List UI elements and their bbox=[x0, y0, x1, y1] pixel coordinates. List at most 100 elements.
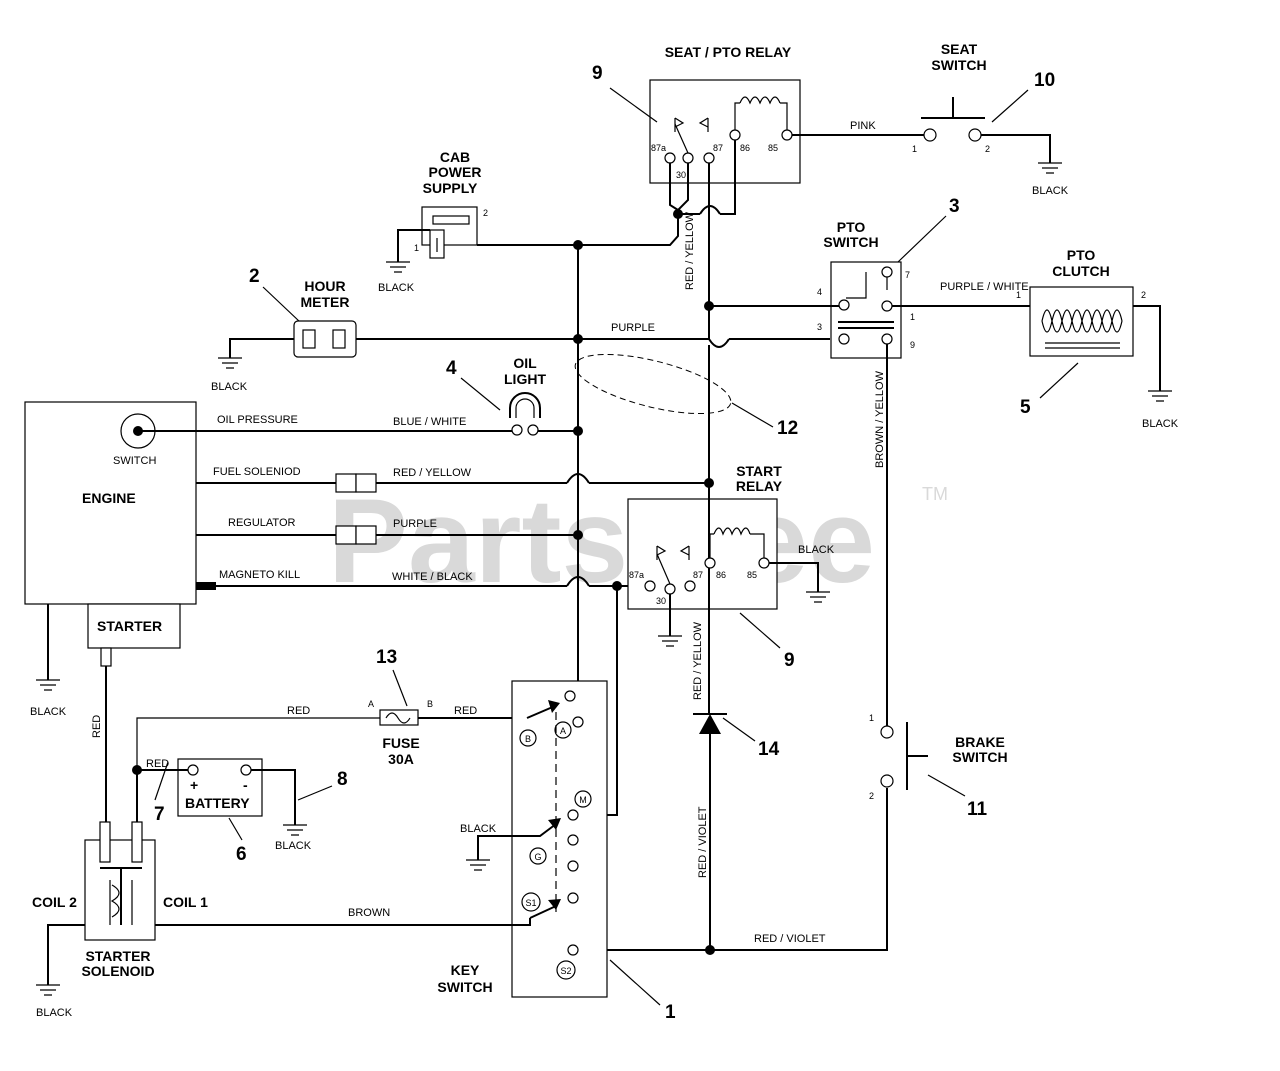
seat-switch-terminal-2 bbox=[968, 128, 982, 142]
relay2-pin-30: 30 bbox=[656, 596, 666, 606]
relay2-pin-87: 87 bbox=[693, 570, 703, 580]
fuse-pin-a: A bbox=[368, 699, 374, 709]
relay2-pin-85: 85 bbox=[747, 570, 757, 580]
pto-switch-title-2: SWITCH bbox=[823, 234, 878, 250]
wire-brown-yellow: BROWN / YELLOW bbox=[874, 370, 886, 468]
wire-pink: PINK bbox=[850, 120, 876, 132]
fuse: 13 A B FUSE 30A RED RED bbox=[136, 647, 527, 770]
relay1-terminal-86 bbox=[729, 129, 741, 141]
oil-light-ref: 4 bbox=[446, 358, 457, 379]
wire-red-yellow-h: RED / YELLOW bbox=[393, 467, 472, 479]
seat-switch-terminal-1 bbox=[923, 128, 937, 142]
relay1-pin-87: 87 bbox=[713, 143, 723, 153]
pto-switch-pin-1: 1 bbox=[910, 312, 915, 322]
seat-switch-pin-1: 1 bbox=[912, 144, 917, 154]
wire-red-fuse-out: RED bbox=[454, 705, 477, 717]
relay1-terminal-30 bbox=[682, 152, 694, 164]
cab-power-supply: CAB POWER SUPPLY 2 1 BLACK bbox=[378, 149, 583, 294]
battery-plus: + bbox=[190, 777, 198, 793]
battery-label: BATTERY bbox=[185, 795, 250, 811]
seat-pto-relay: SEAT / PTO RELAY 9 87a 30 87 86 85 bbox=[592, 44, 801, 184]
hour-meter-ref: 2 bbox=[249, 266, 260, 287]
relay1-terminal-85 bbox=[781, 129, 793, 141]
key-terminal-b: B bbox=[525, 734, 531, 744]
fuse-pin-b: B bbox=[427, 699, 433, 709]
pto-clutch-pin-2: 2 bbox=[1141, 290, 1146, 300]
regulator-wire: REGULATOR PURPLE bbox=[196, 517, 583, 545]
hour-meter-title-2: METER bbox=[301, 294, 350, 310]
wire-red-violet-h: RED / VIOLET bbox=[754, 933, 826, 945]
harness-callout: 12 bbox=[574, 353, 798, 439]
brake-switch-title-1: BRAKE bbox=[955, 734, 1005, 750]
pto-clutch: PTO CLUTCH 1 2 BLACK 5 bbox=[1016, 247, 1179, 430]
cab-power-pin-2: 2 bbox=[483, 208, 488, 218]
pto-clutch-ground: BLACK bbox=[1142, 418, 1179, 430]
battery-minus: - bbox=[243, 777, 248, 793]
start-relay: START RELAY 87a 30 87 86 85 BLACK 9 bbox=[627, 463, 835, 671]
engine-switch-label: SWITCH bbox=[113, 455, 156, 467]
pto-clutch-pin-1: 1 bbox=[1016, 290, 1021, 300]
brake-pin-2: 2 bbox=[869, 791, 874, 801]
oil-light-title-2: LIGHT bbox=[504, 371, 546, 387]
cab-power-title-2: POWER bbox=[429, 164, 482, 180]
hour-meter-ground: BLACK bbox=[211, 381, 248, 393]
wire-red-yellow-lower: RED / YELLOW bbox=[692, 621, 704, 700]
battery-ground: BLACK bbox=[275, 840, 312, 852]
solenoid-coil2: COIL 2 bbox=[32, 894, 77, 910]
wire-red-yellow-upper: RED / YELLOW bbox=[684, 211, 696, 290]
start-relay-ground: BLACK bbox=[798, 544, 835, 556]
hour-meter-title-1: HOUR bbox=[304, 278, 345, 294]
pto-clutch-title-2: CLUTCH bbox=[1052, 263, 1110, 279]
fuel-solenoid-wire: FUEL SOLENIOD RED / YELLOW bbox=[196, 466, 714, 493]
wire-purple-white-1: PURPLE / WHITE bbox=[940, 281, 1029, 293]
key-terminal-s2: S2 bbox=[560, 966, 571, 976]
wire-white-black: WHITE / BLACK bbox=[392, 571, 473, 583]
seat-switch: SEAT SWITCH 1 2 BLACK 10 bbox=[912, 41, 1069, 197]
pto-switch: PTO SWITCH 3 7 4 1 3 9 PURPLE / WHITE bbox=[704, 196, 1030, 359]
pto-switch-ref: 3 bbox=[949, 196, 960, 217]
engine: SWITCH ENGINE STARTER BLACK bbox=[24, 401, 197, 718]
relay1-pin-85: 85 bbox=[768, 143, 778, 153]
wire-red-violet-v: RED / VIOLET bbox=[697, 806, 709, 878]
relay1-terminal-87 bbox=[703, 152, 715, 164]
battery-ref: 6 bbox=[236, 844, 247, 865]
solenoid-ground: BLACK bbox=[36, 1007, 73, 1019]
brown-yellow-wire: BROWN / YELLOW bbox=[874, 344, 888, 728]
diode: 14 RED / VIOLET bbox=[693, 713, 780, 955]
relay2-pin-87a: 87a bbox=[629, 570, 644, 580]
engine-starter-label: STARTER bbox=[97, 618, 162, 634]
start-relay-ref: 9 bbox=[784, 650, 795, 671]
engine-name: ENGINE bbox=[82, 490, 136, 506]
oil-light-title-1: OIL bbox=[513, 355, 537, 371]
key-switch: KEY SWITCH 1 B A M G S1 S2 BL bbox=[150, 680, 676, 1023]
engine-ground: BLACK bbox=[30, 706, 67, 718]
solenoid-title-2: SOLENOID bbox=[81, 963, 154, 979]
cab-power-title-1: CAB bbox=[440, 149, 470, 165]
red-violet-wire: RED / VIOLET bbox=[573, 788, 888, 951]
seat-pto-relay-title: SEAT / PTO RELAY bbox=[665, 44, 792, 60]
pto-switch-pin-9: 9 bbox=[910, 340, 915, 350]
key-switch-ref: 1 bbox=[665, 1002, 676, 1023]
wire-blue-white: BLUE / WHITE bbox=[393, 416, 466, 428]
relay1-wiring: RED / YELLOW PINK bbox=[578, 120, 925, 306]
wire-brown: BROWN bbox=[348, 907, 390, 919]
key-switch-title-2: SWITCH bbox=[437, 979, 492, 995]
wire-oil-pressure: OIL PRESSURE bbox=[217, 414, 298, 426]
wire-red-batt: RED bbox=[146, 758, 169, 770]
relay1-pin-87a: 87a bbox=[651, 143, 666, 153]
solenoid-coil1: COIL 1 bbox=[163, 894, 208, 910]
key-terminal-s1: S1 bbox=[525, 898, 536, 908]
wire-regulator: REGULATOR bbox=[228, 517, 295, 529]
brake-switch-title-2: SWITCH bbox=[952, 749, 1007, 765]
wire-magneto-kill: MAGNETO KILL bbox=[219, 569, 300, 581]
key-terminal-m: M bbox=[579, 795, 587, 805]
cab-power-title-3: SUPPLY bbox=[423, 180, 478, 196]
wire-purple-top: PURPLE bbox=[611, 322, 655, 334]
key-terminal-g: G bbox=[534, 852, 541, 862]
key-switch-ground: BLACK bbox=[460, 823, 497, 835]
starter-solenoid: BLACK COIL 2 COIL 1 STARTER SOLENOID bbox=[32, 821, 208, 1019]
battery-ground-ref: 8 bbox=[337, 769, 348, 790]
brake-pin-1: 1 bbox=[869, 713, 874, 723]
battery: + - BATTERY RED 7 BLACK 8 6 bbox=[132, 758, 348, 865]
oil-light: OIL LIGHT 4 bbox=[446, 355, 546, 436]
